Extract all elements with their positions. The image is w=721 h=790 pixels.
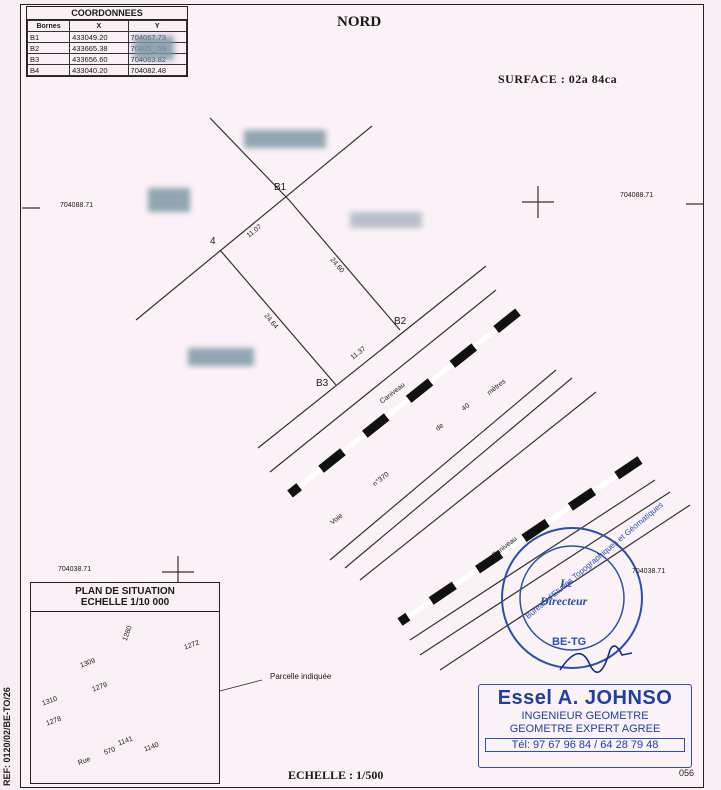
surface-label: SURFACE : 02a 84ca (498, 72, 618, 86)
redacted-area (188, 348, 254, 366)
redacted-area (350, 212, 422, 228)
situation-plan: PLAN DE SITUATION ECHELLE 1/10 000 (30, 582, 220, 784)
boundary-b3-label: B3 (316, 378, 329, 389)
grid-label-left-top: 704088.71 (60, 202, 94, 209)
surveyor-name: Essel A. JOHNSO (497, 687, 673, 709)
surveyor-title2: GEOMETRE EXPERT AGREE (509, 723, 661, 735)
reference-number: REF: 0120/02/BE-TO/26 (2, 687, 12, 786)
boundary-line-b2-b3 (257, 265, 487, 449)
boundary-line-b1-b4 (135, 125, 373, 321)
redacted-area (148, 188, 190, 212)
surveyor-phone: Tél: 97 67 96 84 / 64 28 79 48 (485, 738, 685, 752)
north-label: NORD (337, 14, 382, 30)
signature (559, 645, 633, 674)
grid-label-right-top: 704088.71 (620, 192, 654, 199)
redacted-area (134, 36, 174, 60)
situation-title: PLAN DE SITUATION (75, 586, 175, 597)
boundary-b1-label: B1 (274, 182, 287, 193)
surveyor-stamp: Essel A. JOHNSO INGENIEUR GEOMETRE GEOME… (478, 684, 692, 768)
boundary-line-b1-b2 (288, 199, 401, 331)
boundary-b2-label: B2 (394, 316, 407, 327)
redacted-area (244, 130, 326, 148)
stamp-center-line1: Le (560, 576, 573, 590)
parcel-indicated-label: Parcelle indiquée (270, 672, 332, 681)
boundary-line-top-ext (209, 117, 290, 201)
scale-label: ECHELLE : 1/500 (288, 768, 384, 782)
grid-label-left-bottom: 704038.71 (58, 566, 92, 573)
sheet-number: 056 (679, 768, 695, 778)
grid-label-right-bottom: 704038.71 (632, 568, 666, 575)
situation-scale: ECHELLE 1/10 000 (31, 597, 219, 612)
col-header-x: X (69, 20, 129, 32)
boundary-b4-label: 4 (210, 236, 216, 247)
table-row: B4 433040.20 704082.48 (26, 64, 188, 76)
stamp-center-line2: Directeur (540, 594, 588, 608)
surveyor-title1: INGENIEUR GEOMETRE (521, 710, 649, 722)
col-header-borne: Bornes (26, 20, 71, 32)
coordinates-title: COORDONNEES (27, 7, 187, 20)
col-header-y: Y (127, 20, 188, 32)
stamp-bottom-text: BE-TG (552, 636, 587, 648)
boundary-line-b4-b3 (219, 249, 337, 386)
